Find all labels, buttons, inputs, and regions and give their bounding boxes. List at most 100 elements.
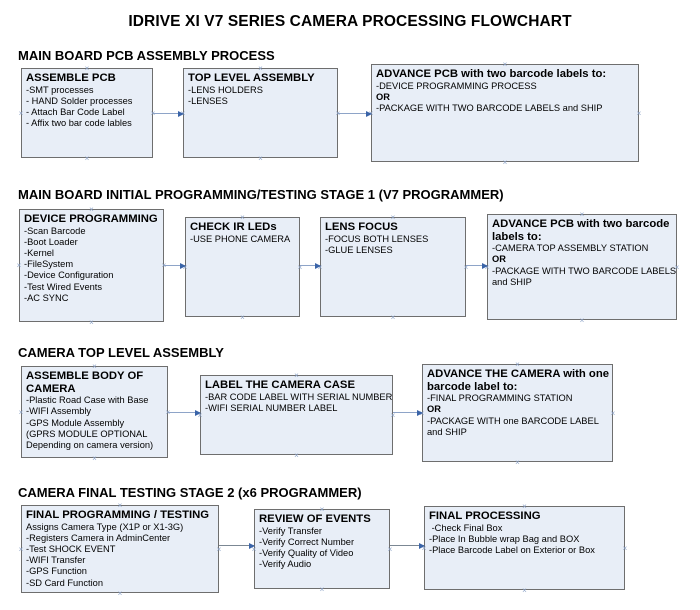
node-line: -PACKAGE WITH one BARCODE LABEL: [427, 415, 599, 426]
node-line: -Boot Loader: [24, 236, 78, 247]
node-line: -Device Configuration: [24, 270, 114, 281]
connector-handle-right-icon: ×: [161, 261, 167, 270]
connector-handle-top-icon: ×: [89, 204, 94, 214]
node-line: -WIFI Transfer: [26, 555, 86, 566]
connector-handle-bottom-icon: ×: [258, 153, 263, 163]
connector-handle-right-icon: ×: [165, 407, 171, 417]
connector-handle-top-icon: ×: [502, 59, 508, 69]
node-line: OR: [427, 404, 441, 415]
connector-handle-right-icon: ×: [622, 543, 628, 553]
node-line: -SMT processes: [26, 84, 94, 95]
node-line: -Plastic Road Case with Base: [26, 395, 149, 406]
node-heading: CHECK IR LEDs: [190, 221, 277, 233]
node-advance-pcb-two-barcode-labels[interactable]: ADVANCE PCB with two barcode labels to:-…: [371, 64, 639, 162]
flow-arrow-camera-top-level-assembly-1: [168, 409, 201, 416]
connector-handle-top-icon: ×: [515, 359, 520, 369]
node-line: -DEVICE PROGRAMMING PROCESS: [376, 80, 537, 91]
section-title-main-board-pcb-assembly-process: MAIN BOARD PCB ASSEMBLY PROCESS: [18, 48, 275, 63]
node-line: -Check Final Box: [429, 522, 503, 533]
node-line: - Attach Bar Code Label: [26, 107, 125, 117]
section-title-main-board-initial-programming-testing-stage-1: MAIN BOARD INITIAL PROGRAMMING/TESTING S…: [18, 187, 504, 202]
node-line: -Kernel: [24, 248, 54, 258]
node-device-programming[interactable]: DEVICE PROGRAMMING-Scan Barcode-Boot Loa…: [19, 209, 164, 322]
connector-handle-top-icon: ×: [579, 209, 585, 219]
connector-handle-left-icon: ×: [18, 108, 24, 118]
node-line: Depending on camera version): [26, 440, 154, 450]
node-advance-the-camera-one-barcode-label[interactable]: ADVANCE THE CAMERA with one barcode labe…: [422, 364, 613, 462]
node-label-the-camera-case[interactable]: LABEL THE CAMERA CASE-BAR CODE LABEL WIT…: [200, 375, 393, 455]
flow-arrow-main-board-initial-programming-testing-stage-1-2: [300, 262, 321, 269]
connector-handle-bottom-icon: ×: [579, 315, 585, 325]
connector-handle-right-icon: ×: [335, 108, 341, 118]
flow-arrow-main-board-pcb-assembly-process-2: [338, 110, 372, 117]
connector-handle-bottom-icon: ×: [117, 588, 123, 598]
connector-handle-bottom-icon: ×: [294, 450, 299, 460]
connector-handle-right-icon: ×: [150, 108, 156, 118]
node-heading: TOP LEVEL ASSEMBLY: [188, 72, 315, 84]
node-heading: FINAL PROGRAMMING / TESTING: [26, 509, 210, 521]
node-line: -FINAL PROGRAMMING STATION: [427, 393, 573, 404]
node-line: -GPS Function: [26, 566, 87, 577]
node-line: -Test Wired Events: [24, 281, 103, 292]
node-line: -Place In Bubble wrap Bag and BOX: [429, 533, 580, 544]
node-line: -GLUE LENSES: [325, 244, 393, 255]
connector-handle-left-icon: ×: [18, 407, 24, 417]
node-lens-focus[interactable]: LENS FOCUS-FOCUS BOTH LENSES-GLUE LENSES: [320, 217, 466, 317]
node-advance-pcb-to-camera-top-assembly[interactable]: ADVANCE PCB with two barcode labels to:-…: [487, 214, 677, 320]
connector-handle-right-icon: ×: [216, 544, 222, 554]
node-line: OR: [376, 91, 390, 102]
connector-handle-top-icon: ×: [240, 212, 245, 222]
connector-handle-top-icon: ×: [84, 63, 90, 73]
node-line: -Place Barcode Label on Exterior or Box: [429, 545, 595, 555]
section-title-camera-final-testing-stage-2: CAMERA FINAL TESTING STAGE 2 (x6 PROGRAM…: [18, 485, 362, 500]
node-heading: FINAL PROCESSING: [429, 510, 541, 522]
connector-handle-bottom-icon: ×: [390, 312, 396, 322]
node-line: -FileSystem: [24, 259, 74, 270]
node-line: -LENSES: [188, 95, 228, 106]
node-review-of-events[interactable]: REVIEW OF EVENTS-Verify Transfer-Verify …: [254, 509, 390, 589]
node-line: -USE PHONE CAMERA: [190, 233, 291, 244]
node-final-processing[interactable]: FINAL PROCESSING -Check Final Box-Place …: [424, 506, 625, 590]
flow-arrow-camera-final-testing-stage-2-2: [390, 542, 425, 549]
node-heading: DEVICE PROGRAMMING: [24, 213, 158, 225]
node-line: -CAMERA TOP ASSEMBLY STATION: [492, 243, 649, 254]
node-line: -Verify Transfer: [259, 525, 323, 536]
connector-handle-top-icon: ×: [319, 504, 325, 514]
flow-arrow-main-board-initial-programming-testing-stage-1-3: [466, 262, 488, 269]
node-line: -AC SYNC: [24, 292, 69, 303]
node-line: and SHIP: [427, 426, 467, 437]
flow-arrow-camera-top-level-assembly-2: [393, 409, 423, 416]
node-assemble-pcb[interactable]: ASSEMBLE PCB-SMT processes- HAND Solder …: [21, 68, 153, 158]
node-line: -PACKAGE WITH TWO BARCODE LABELS and SHI…: [376, 103, 603, 113]
node-top-level-assembly[interactable]: TOP LEVEL ASSEMBLY-LENS HOLDERS-LENSES: [183, 68, 338, 158]
flow-arrow-main-board-initial-programming-testing-stage-1-1: [164, 262, 186, 269]
connector-handle-top-icon: ×: [92, 361, 97, 371]
node-line: -Test SHOCK EVENT: [26, 544, 116, 554]
connector-handle-bottom-icon: ×: [240, 312, 245, 322]
section-title-camera-top-level-assembly: CAMERA TOP LEVEL ASSEMBLY: [18, 345, 224, 360]
connector-handle-bottom-icon: ×: [522, 585, 527, 595]
node-line: -WIFI Assembly: [26, 406, 92, 417]
connector-handle-left-icon: ×: [18, 544, 24, 554]
node-line: -Registers Camera in AdminCenter: [26, 532, 171, 543]
node-line: -PACKAGE WITH TWO BARCODE LABELS: [492, 265, 677, 276]
connector-handle-bottom-icon: ×: [89, 317, 94, 327]
node-line: -LENS HOLDERS: [188, 84, 263, 95]
connector-handle-top-icon: ×: [294, 370, 299, 380]
node-heading: LABEL THE CAMERA CASE: [205, 379, 356, 391]
node-heading: ADVANCE PCB with two barcode labels to:: [492, 218, 670, 243]
connector-handle-right-icon: ×: [297, 262, 303, 272]
node-line: -Verify Correct Number: [259, 536, 355, 547]
node-check-ir-leds[interactable]: CHECK IR LEDs-USE PHONE CAMERA: [185, 217, 300, 317]
node-assemble-body-of-camera[interactable]: ASSEMBLE BODY OF CAMERA-Plastic Road Cas…: [21, 366, 168, 458]
connector-handle-bottom-icon: ×: [84, 153, 90, 163]
connector-handle-top-icon: ×: [258, 63, 263, 73]
node-heading: LENS FOCUS: [325, 221, 398, 233]
connector-handle-right-icon: ×: [610, 408, 616, 418]
connector-handle-top-icon: ×: [522, 501, 527, 511]
node-line: -SD Card Function: [26, 577, 103, 588]
node-heading: ADVANCE PCB with two barcode labels to:: [376, 68, 607, 80]
node-line: (GPRS MODULE OPTIONAL: [26, 428, 148, 439]
